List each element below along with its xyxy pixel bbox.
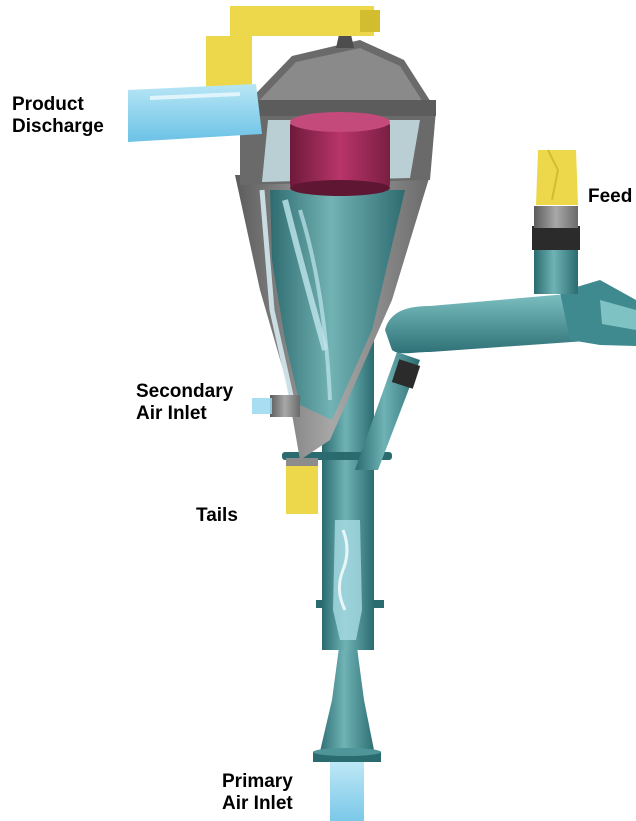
primary-air-flow bbox=[330, 760, 364, 821]
label-feed-text: Feed bbox=[588, 186, 632, 208]
label-feed: Feed bbox=[588, 186, 632, 208]
secondary-air-inlet bbox=[252, 395, 300, 417]
feed-material bbox=[536, 150, 578, 205]
tails-discharge bbox=[286, 458, 318, 514]
label-product-discharge-line-1: Product bbox=[12, 94, 104, 116]
label-secondary-air-inlet: Secondary Air Inlet bbox=[136, 381, 233, 425]
label-secondary-air-inlet-line-2: Air Inlet bbox=[136, 403, 233, 425]
label-tails-text: Tails bbox=[196, 505, 238, 527]
label-secondary-air-inlet-line-1: Secondary bbox=[136, 381, 233, 403]
classifier-wheel bbox=[290, 112, 390, 196]
product-discharge-duct bbox=[128, 84, 262, 142]
label-primary-air-inlet-line-2: Air Inlet bbox=[222, 793, 293, 815]
label-product-discharge-line-2: Discharge bbox=[12, 116, 104, 138]
label-product-discharge: Product Discharge bbox=[12, 94, 104, 138]
label-tails: Tails bbox=[196, 505, 238, 527]
label-primary-air-inlet: Primary Air Inlet bbox=[222, 771, 293, 815]
label-primary-air-inlet-line-1: Primary bbox=[222, 771, 293, 793]
